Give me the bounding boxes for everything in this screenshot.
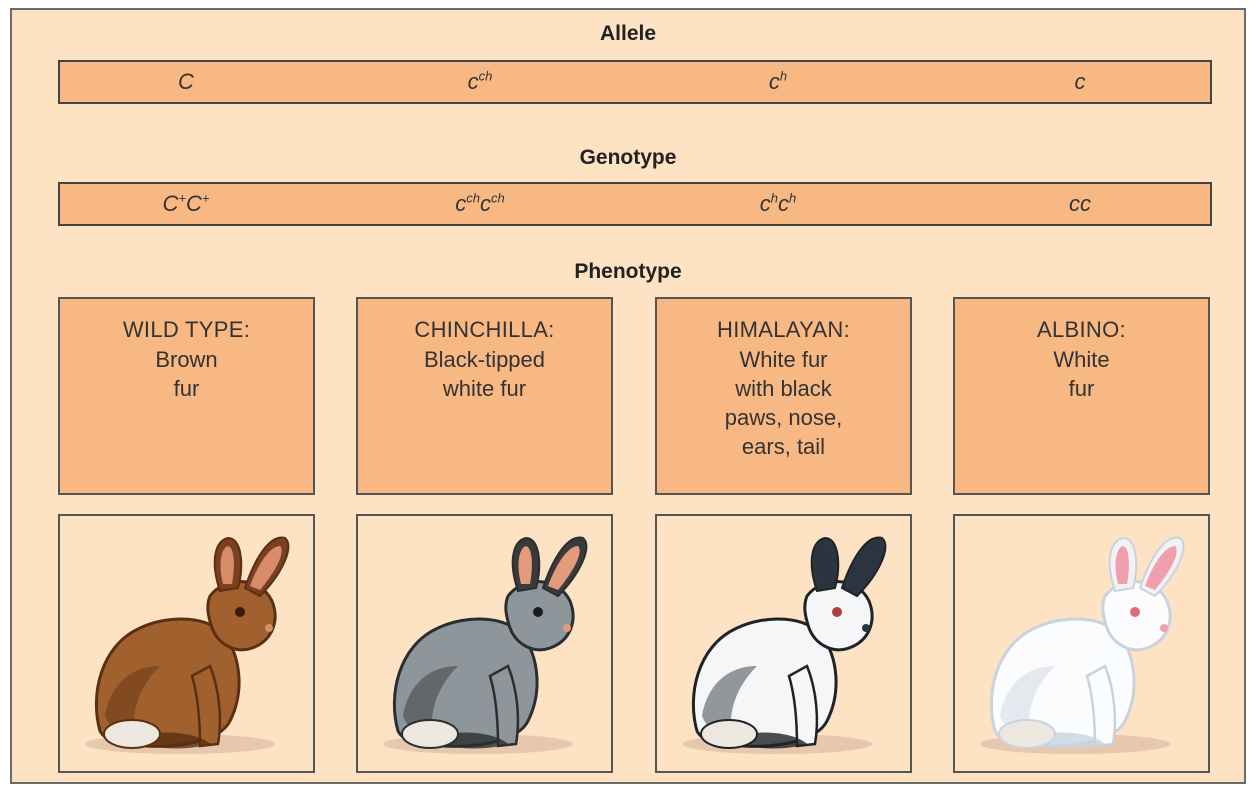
chinchilla-rabbit-icon: [358, 516, 611, 771]
phenotype-box: WILD TYPE:Brown fur: [58, 297, 315, 495]
rabbit-illustration-box: [953, 514, 1210, 773]
phenotype-description: Black-tipped white fur: [358, 345, 611, 403]
genotype-allele-1: c: [1069, 191, 1080, 216]
genotype-cell: cc: [980, 184, 1180, 224]
allele-cell: C: [86, 62, 286, 102]
phenotype-box: CHINCHILLA:Black-tipped white fur: [356, 297, 613, 495]
genotype-allele-1: c: [760, 191, 771, 216]
rabbit-illustration-box: [58, 514, 315, 773]
phenotype-box: HIMALAYAN:White fur with black paws, nos…: [655, 297, 912, 495]
genotype-title: Genotype: [12, 146, 1244, 170]
genotype-allele-2: c: [778, 191, 789, 216]
genotype-superscript-1: ch: [466, 191, 480, 206]
genotype-allele-1: C: [163, 191, 179, 216]
genotype-cell: cchcch: [380, 184, 580, 224]
genotype-superscript-2: h: [789, 191, 796, 206]
allele-cell: cch: [380, 62, 580, 102]
genotype-superscript-1: +: [178, 191, 186, 206]
genotype-allele-1: c: [455, 191, 466, 216]
allele-superscript: h: [780, 69, 787, 84]
allele-title: Allele: [12, 22, 1244, 46]
phenotype-description: Brown fur: [60, 345, 313, 403]
genotype-superscript-1: h: [771, 191, 778, 206]
genotype-cell: C+C+: [86, 184, 286, 224]
allele-symbol: c: [468, 69, 479, 94]
allele-cell: c: [980, 62, 1180, 102]
phenotype-name: CHINCHILLA:: [358, 317, 611, 343]
allele-symbol: c: [769, 69, 780, 94]
phenotype-title: Phenotype: [12, 260, 1244, 284]
phenotype-name: WILD TYPE:: [60, 317, 313, 343]
allele-symbol: C: [178, 69, 194, 94]
albino-rabbit-icon: [955, 516, 1208, 771]
allele-superscript: ch: [479, 69, 493, 84]
genotype-allele-2: C: [186, 191, 202, 216]
genotype-allele-2: c: [480, 191, 491, 216]
wild-type-rabbit-icon: [60, 516, 313, 771]
genotype-superscript-2: +: [202, 191, 210, 206]
phenotype-name: HIMALAYAN:: [657, 317, 910, 343]
rabbit-illustration-box: [655, 514, 912, 773]
himalayan-rabbit-icon: [657, 516, 910, 771]
phenotype-description: White fur: [955, 345, 1208, 403]
genotype-allele-2: c: [1080, 191, 1091, 216]
genotype-superscript-2: ch: [491, 191, 505, 206]
phenotype-name: ALBINO:: [955, 317, 1208, 343]
rabbit-illustration-box: [356, 514, 613, 773]
genotype-cell: chch: [678, 184, 878, 224]
phenotype-description: White fur with black paws, nose, ears, t…: [657, 345, 910, 461]
allele-cell: ch: [678, 62, 878, 102]
phenotype-box: ALBINO:White fur: [953, 297, 1210, 495]
allele-symbol: c: [1075, 69, 1086, 94]
